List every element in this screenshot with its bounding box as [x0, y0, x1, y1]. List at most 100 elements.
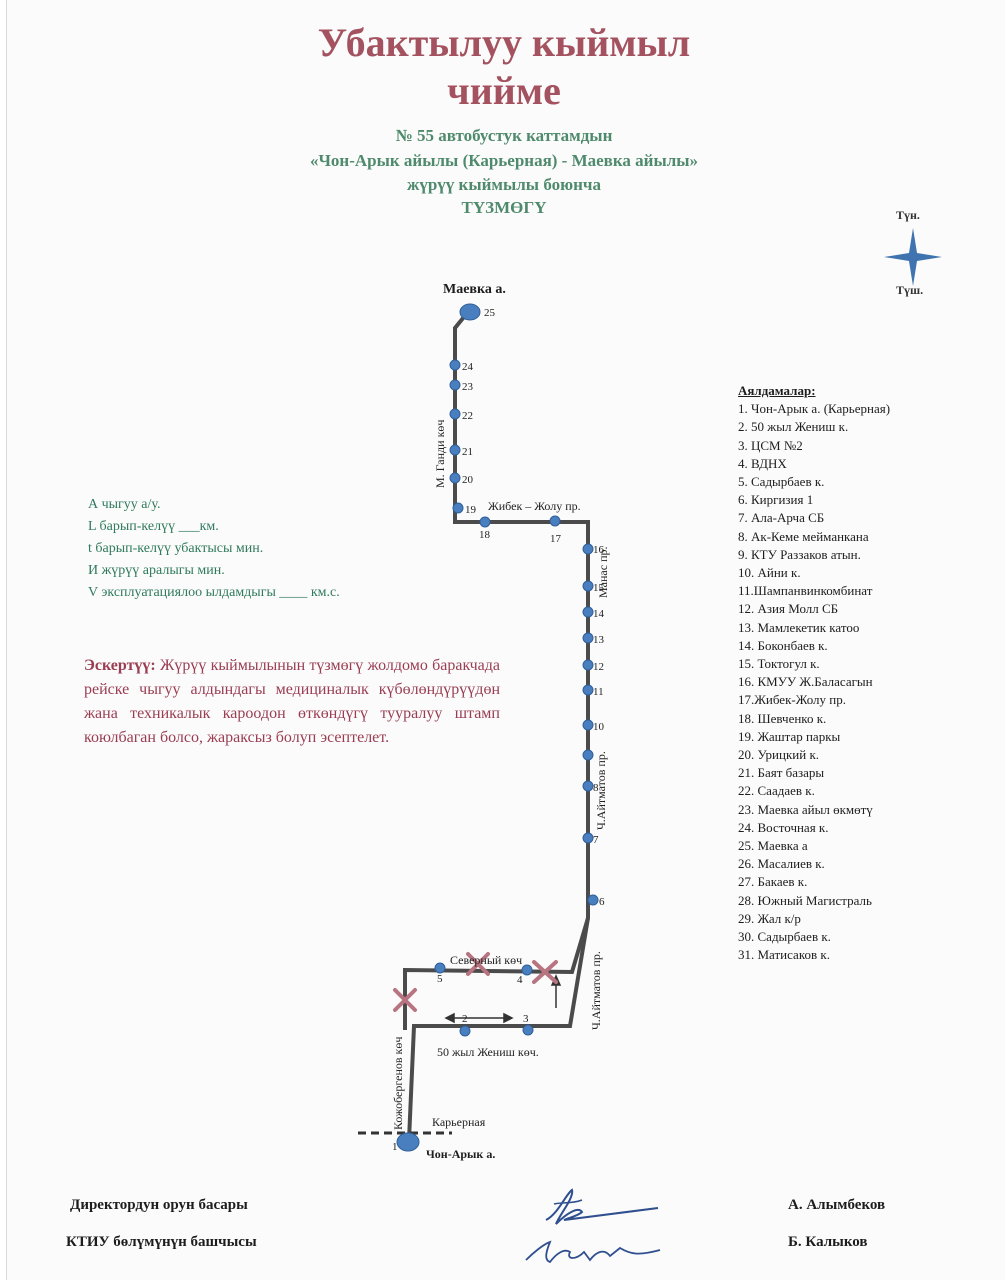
- legend-item: 28. Южный Магистраль: [738, 892, 872, 908]
- legend-item: 20. Урицкий к.: [738, 747, 820, 763]
- street-label-severnaya: Северный көч: [450, 953, 522, 967]
- closure-cross-3: [393, 988, 417, 1012]
- street-label-gandi: М. Ганди көч: [433, 420, 447, 488]
- stop-number: 18: [479, 529, 491, 541]
- signatory-title-2: КТИУ бөлүмүнүн башчысы: [66, 1234, 257, 1250]
- stop-marker-25: [459, 303, 481, 321]
- legend-item: 8. Ак-Кеме мейманкана: [738, 528, 869, 544]
- stop-number: 6: [599, 896, 605, 908]
- signatory-name-1: А. Алымбеков: [788, 1197, 886, 1213]
- stop-marker-6: [587, 894, 599, 906]
- warning-note: Эскертүү: Жүрүү кыймылынын түзмөгү жолдо…: [84, 654, 500, 750]
- stop-number: 22: [462, 410, 473, 422]
- stop-marker-17: [549, 515, 561, 527]
- param-time: t барып-келүү убактысы мин.: [88, 541, 264, 556]
- stop-marker-8: [582, 780, 594, 792]
- stop-marker-1: [396, 1132, 420, 1152]
- stop-marker-12: [582, 659, 594, 671]
- legend-item: 4. ВДНХ: [738, 455, 787, 471]
- legend-item: 13. Мамлекетик катоо: [738, 619, 860, 635]
- param-departure: А чыгуу а/у.: [88, 497, 161, 512]
- title-line-2: чийме: [447, 68, 561, 113]
- street-label-aitmatov-south: Ч.Айтматов пр.: [589, 951, 603, 1030]
- route-parameters: А чыгуу а/у. L барып-келүү ___км. t бары…: [88, 494, 340, 604]
- stop-number: 5: [437, 973, 443, 985]
- stop-marker-10: [582, 719, 594, 731]
- legend-item: 15. Токтогул к.: [738, 656, 820, 672]
- legend-item: 19. Жаштар паркы: [738, 728, 841, 744]
- legend-item: 9. КТУ Раззаков атын.: [738, 546, 861, 562]
- legend-item: 22. Саадаев к.: [738, 783, 815, 799]
- scheme-word: ТҮЗМӨГҮ: [461, 198, 547, 217]
- legend-item: 14. Боконбаев к.: [738, 637, 828, 653]
- stop-number: 3: [523, 1013, 529, 1025]
- stop-marker-19: [452, 502, 464, 514]
- compass-icon: [884, 228, 942, 286]
- route-number-line: № 55 автобустук каттамдын: [395, 126, 613, 145]
- legend-item: 10. Айни к.: [738, 565, 801, 581]
- warning-note-heading: Эскертүү:: [84, 657, 156, 674]
- param-interval: И жүрүү аралыгы мин.: [88, 563, 225, 578]
- terminal-label-maevka: Маевка а.: [443, 282, 506, 297]
- stop-marker-16: [582, 543, 594, 555]
- route-line-northern-loop: [403, 917, 590, 1030]
- stop-marker-13: [582, 632, 594, 644]
- stop-marker-9: [582, 749, 594, 761]
- street-label-manas: Манас пр.: [596, 547, 610, 599]
- legend-item: 3. ЦСМ №2: [738, 437, 803, 453]
- signature-image-2: [525, 1240, 661, 1264]
- stop-marker-4: [521, 964, 533, 976]
- legend-item: 16. КМУУ Ж.Баласагын: [738, 674, 873, 690]
- param-speed: V эксплуатациялоо ылдамдыгы ____ км.с.: [88, 585, 340, 600]
- stop-marker-24: [449, 359, 461, 371]
- stop-number: 7: [593, 834, 599, 846]
- legend-item: 23. Маевка айыл өкмөтү: [738, 801, 873, 817]
- stop-number: 8: [593, 782, 599, 794]
- stop-marker-18: [479, 516, 491, 528]
- stop-number: 15: [593, 582, 605, 594]
- street-label-jenish: 50 жыл Жениш көч.: [437, 1045, 539, 1059]
- stop-number: 19: [465, 504, 477, 516]
- stop-number: 10: [593, 721, 605, 733]
- legend-item: 7. Ала-Арча СБ: [738, 510, 825, 526]
- stop-marker-5: [434, 962, 446, 974]
- legend-item: 24. Восточная к.: [738, 819, 829, 835]
- warning-note-text: Жүрүү кыймылынын түзмөгү жолдомо баракча…: [84, 657, 500, 746]
- signature-image-1: [545, 1188, 659, 1225]
- street-label-aitmatov: Ч.Айтматов пр.: [594, 751, 608, 830]
- stop-number: 20: [462, 474, 474, 486]
- legend-item: 2. 50 жыл Жениш к.: [738, 419, 849, 435]
- closure-cross-2: [532, 960, 558, 984]
- legend-item: 29. Жал к/р: [738, 910, 801, 926]
- stop-marker-11: [582, 684, 594, 696]
- legend-item: 12. Азия Молл СБ: [738, 601, 839, 617]
- terminal-label-chon-aryk: Чон-Арык а.: [426, 1147, 495, 1161]
- stops-legend: Аялдамалар: 1. Чон-Арык а. (Карьерная)2.…: [738, 382, 890, 965]
- street-label-jibek: Жибек – Жолу пр.: [488, 499, 581, 513]
- stops-legend-heading: Аялдамалар:: [738, 383, 816, 398]
- stop-marker-2: [459, 1025, 471, 1037]
- stop-number: 14: [593, 608, 605, 620]
- stop-marker-22: [449, 408, 461, 420]
- stop-marker-14: [582, 606, 594, 618]
- stop-marker-15: [582, 580, 594, 592]
- legend-item: 31. Матисаков к.: [738, 947, 830, 963]
- legend-item: 17.Жибек-Жолу пр.: [738, 692, 846, 708]
- legend-item: 5. Садырбаев к.: [738, 474, 825, 490]
- stop-marker-7: [582, 832, 594, 844]
- closure-cross-1: [466, 952, 490, 976]
- signatory-name-2: Б. Калыков: [788, 1234, 868, 1250]
- legend-item: 6. Киргизия 1: [738, 492, 814, 508]
- title-line-1: Убактылуу кыймыл: [317, 20, 691, 65]
- compass-south-label: Түш.: [896, 283, 924, 297]
- stop-marker-23: [449, 379, 461, 391]
- stop-number: 11: [593, 686, 604, 698]
- legend-item: 18. Шевченко к.: [738, 710, 827, 726]
- compass-north-label: Түн.: [896, 208, 920, 222]
- stop-marker-20: [449, 472, 461, 484]
- legend-item: 30. Садырбаев к.: [738, 929, 831, 945]
- stop-number: 17: [550, 533, 562, 545]
- stop-number: 12: [593, 661, 604, 673]
- stop-number: 2: [462, 1013, 468, 1025]
